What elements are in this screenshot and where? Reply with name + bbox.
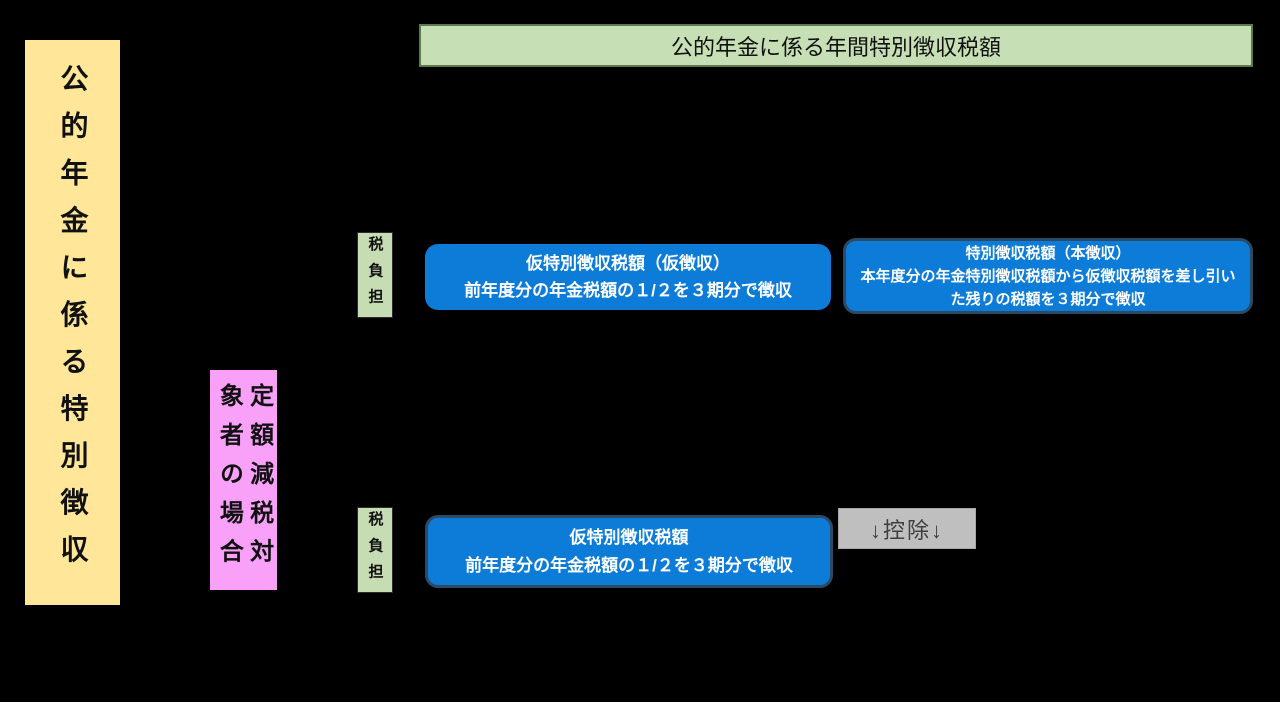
tax-burden-lower-text: 税負担 bbox=[366, 510, 384, 590]
left-banner: 公的年金に係る特別徴収 bbox=[25, 40, 120, 605]
main-box-detail-2: た残りの税額を３期分で徴収 bbox=[950, 290, 1146, 308]
deduction-box: ↓控除↓ bbox=[838, 508, 976, 549]
provisional-collection-box: 仮特別徴収税額（仮徴収） 前年度分の年金税額の１/２を３期分で徴収 bbox=[425, 244, 831, 310]
condition-column-left: 象者の場合 bbox=[215, 382, 243, 578]
condition-box: 象者の場合 定額減税対 bbox=[210, 370, 277, 590]
main-box-detail-1: 本年度分の年金特別徴収税額から仮徴収税額を差し引い bbox=[860, 267, 1236, 285]
tax-burden-upper-text: 税負担 bbox=[366, 235, 384, 315]
header-bar: 公的年金に係る年間特別徴収税額 bbox=[419, 24, 1253, 67]
tax-burden-label-upper: 税負担 bbox=[357, 232, 393, 318]
main-collection-box: 特別徴収税額（本徴収） 本年度分の年金特別徴収税額から仮徴収税額を差し引い た残… bbox=[843, 238, 1253, 314]
left-banner-label: 公的年金に係る特別徴収 bbox=[57, 63, 89, 582]
reduction-box-detail: 前年度分の年金税額の１/２を３期分で徴収 bbox=[465, 555, 793, 575]
reduction-box-title: 仮特別徴収税額 bbox=[569, 527, 689, 547]
deduction-label: ↓控除↓ bbox=[869, 517, 944, 543]
header-title: 公的年金に係る年間特別徴収税額 bbox=[670, 34, 1001, 60]
reduction-provisional-box: 仮特別徴収税額 前年度分の年金税額の１/２を３期分で徴収 bbox=[425, 515, 833, 588]
provisional-box-detail: 前年度分の年金税額の１/２を３期分で徴収 bbox=[464, 281, 792, 300]
provisional-box-title: 仮特別徴収税額（仮徴収） bbox=[526, 254, 730, 273]
condition-column-right: 定額減税対 bbox=[245, 382, 273, 578]
main-box-title: 特別徴収税額（本徴収） bbox=[965, 244, 1131, 262]
tax-burden-label-lower: 税負担 bbox=[357, 507, 393, 593]
